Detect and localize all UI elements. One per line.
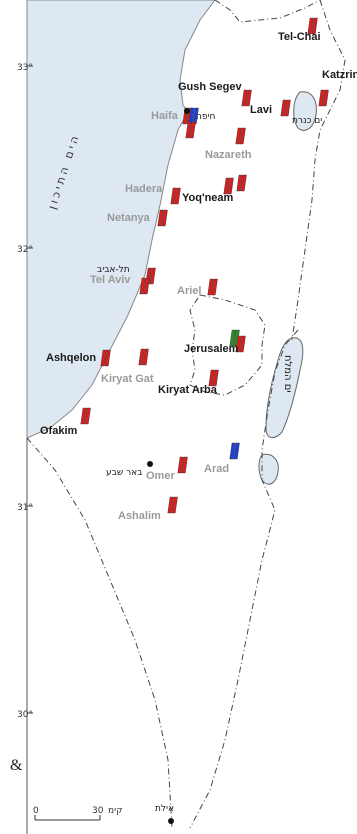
arava-border — [189, 329, 299, 829]
site-marker-red — [167, 496, 178, 514]
city-label-gush-segev: Gush Segev — [178, 81, 242, 93]
city-label-kiryat-arba: Kiryat Arba — [158, 384, 218, 396]
site-marker-red — [235, 335, 246, 353]
borders — [26, 0, 346, 829]
site-marker-red — [139, 277, 150, 295]
scale-unit-label: קימ — [108, 806, 123, 816]
site-marker-red — [280, 99, 291, 117]
dead-sea-south-basin — [258, 453, 279, 485]
site-marker-red — [307, 17, 318, 35]
lat-label-31: 31° — [17, 503, 33, 513]
site-marker-red — [241, 89, 252, 107]
lat-label-33: 33° — [17, 63, 33, 73]
beer-sheva-dot — [147, 461, 153, 467]
scale-zero-label: 0 — [33, 806, 39, 816]
site-marker-red — [318, 89, 329, 107]
markers-layer — [80, 17, 329, 514]
city-label-ashqelon: Ashqelon — [46, 352, 96, 364]
site-marker-red — [157, 209, 168, 227]
scale-bar: 0 30 קימ — [33, 806, 123, 821]
site-marker-red — [80, 407, 91, 425]
city-label-netanya: Netanya — [107, 212, 151, 224]
city-label-tel-aviv: Tel Aviv — [90, 274, 131, 286]
haifa-dot — [184, 108, 190, 114]
city-label-yoqneam: Yoq'neam — [182, 192, 234, 204]
eastern-border — [291, 0, 346, 341]
city-label-tel-chai: Tel-Chai — [278, 31, 321, 43]
site-marker-red — [177, 456, 188, 474]
eilat-dot — [168, 818, 174, 824]
site-marker-red — [207, 278, 218, 296]
city-label-arad: Arad — [204, 463, 229, 475]
site-marker-red — [185, 121, 196, 139]
ampersand-glyph: & — [10, 757, 23, 774]
site-marker-red — [223, 177, 234, 195]
city-label-eilat-heb: אילת — [155, 804, 174, 814]
city-label-nazareth: Nazareth — [205, 149, 252, 161]
city-label-beer-sheva-heb: באר שבע — [106, 468, 142, 478]
site-marker-red — [170, 187, 181, 205]
site-marker-red — [100, 349, 111, 367]
site-marker-red — [138, 348, 149, 366]
mediterranean-sea — [26, 0, 216, 439]
city-label-ofakim: Ofakim — [40, 425, 78, 437]
city-label-omer: Omer — [146, 470, 175, 482]
latitude-ticks — [27, 65, 33, 714]
city-label-katzrin: Katzrin — [322, 69, 357, 81]
scale-value-label: 30 — [92, 806, 104, 816]
west-bank-line — [189, 294, 266, 396]
city-label-jerusalem: Jerusalem — [184, 343, 239, 355]
site-marker-red — [236, 174, 247, 192]
city-label-hadera: Hadera — [125, 183, 163, 195]
site-marker-blue — [229, 442, 240, 460]
lat-label-32: 32° — [17, 245, 33, 255]
city-label-haifa-heb: חיפה — [196, 112, 216, 122]
kinneret-label: ים כנרת — [292, 116, 322, 126]
city-label-haifa: Haifa — [151, 110, 179, 122]
lat-label-30: 30° — [17, 710, 33, 720]
dead-sea-label: ים המלח — [282, 355, 293, 393]
city-label-lavi: Lavi — [250, 104, 272, 116]
site-marker-red — [235, 127, 246, 145]
site-marker-green — [229, 329, 240, 347]
city-label-kiryat-gat: Kiryat Gat — [101, 373, 154, 385]
dead-sea — [265, 337, 304, 438]
sinai-border — [26, 437, 173, 829]
city-label-tel-aviv-heb: תל-אביב — [97, 265, 130, 275]
city-label-ariel: Ariel — [177, 285, 201, 297]
site-marker-red — [208, 369, 219, 387]
kinneret-lake — [293, 91, 317, 131]
northern-border — [214, 0, 321, 23]
city-label-ashalim: Ashalim — [118, 510, 161, 522]
